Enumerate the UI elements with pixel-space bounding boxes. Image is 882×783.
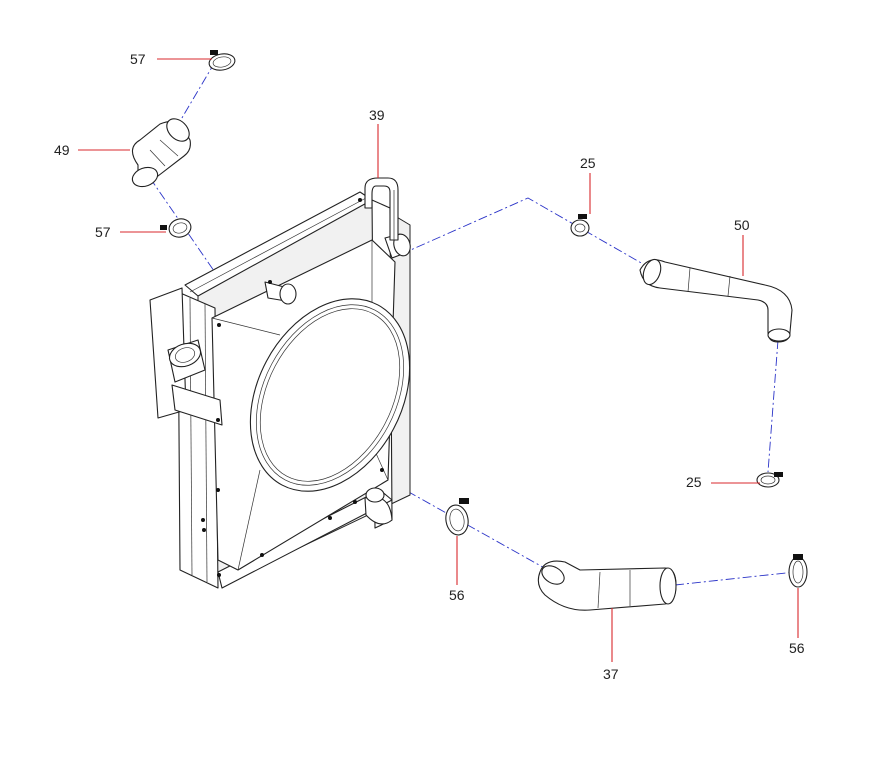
clamp-56-right xyxy=(788,554,808,588)
radiator-assembly xyxy=(149,191,411,589)
clamp-25-upper xyxy=(570,214,590,237)
inlet-pipe xyxy=(167,339,206,383)
callout-57-top: 57 xyxy=(130,51,146,67)
callout-25-lower: 25 xyxy=(686,474,702,490)
callout-37: 37 xyxy=(603,666,619,682)
hose-50 xyxy=(639,258,793,343)
mounting-bolts xyxy=(201,198,384,577)
callout-labels: 57 49 57 39 25 50 25 56 37 56 xyxy=(54,51,805,682)
callout-49: 49 xyxy=(54,142,70,158)
callout-25-upper: 25 xyxy=(580,155,596,171)
callout-39: 39 xyxy=(369,107,385,123)
callout-56-right: 56 xyxy=(789,640,805,656)
fan-shroud-ring xyxy=(249,298,411,492)
clamp-57-top xyxy=(208,50,236,71)
clamp-25-lower xyxy=(756,472,783,488)
upper-outlet-pipe xyxy=(264,281,297,305)
lower-outlet-pipe xyxy=(364,487,393,525)
callout-50: 50 xyxy=(734,217,750,233)
overflow-tube-39 xyxy=(364,177,399,241)
lower-bracket xyxy=(171,384,223,426)
clamp-57-lower xyxy=(160,218,192,238)
callout-57-lower: 57 xyxy=(95,224,111,240)
leader-lines xyxy=(78,58,799,662)
callout-56-left: 56 xyxy=(449,587,465,603)
hose-37 xyxy=(537,560,677,611)
hose-49 xyxy=(131,118,191,188)
clamp-56-left xyxy=(445,498,469,536)
